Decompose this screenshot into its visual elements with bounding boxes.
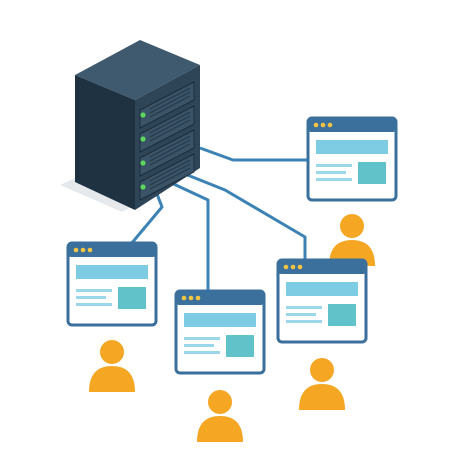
window-text-line <box>286 306 322 309</box>
server-bay-ridge <box>149 115 191 138</box>
window-text-line <box>316 171 346 174</box>
window-titlebar <box>278 260 366 274</box>
window-dot <box>290 264 296 270</box>
user-head <box>310 358 334 382</box>
user-icon <box>329 214 375 266</box>
browser-window-icon <box>306 116 398 202</box>
window-dot <box>195 295 201 301</box>
client-4 <box>276 258 368 410</box>
window-image-block <box>118 287 146 309</box>
server-bay-ridge <box>149 163 191 186</box>
window-header-bar <box>286 282 358 296</box>
server-bay-ridge <box>149 87 191 110</box>
window-dot <box>188 295 194 301</box>
server-bay-ridge <box>149 139 191 162</box>
server-bay-ridge <box>149 111 191 134</box>
window-titlebar <box>308 118 396 132</box>
window-header-bar <box>76 265 148 279</box>
window-text-line <box>286 320 322 323</box>
window-dot <box>320 122 326 128</box>
window-dot <box>80 247 86 253</box>
server-bay-ridge <box>149 159 191 182</box>
window-text-line <box>184 351 220 354</box>
browser-window-icon <box>276 258 368 344</box>
connections <box>129 146 308 292</box>
user-head <box>340 214 364 238</box>
client-3 <box>174 289 266 442</box>
server-status-light <box>140 112 146 118</box>
window-text-line <box>184 337 220 340</box>
window-titlebar <box>68 243 156 257</box>
cable-to-client-left <box>129 193 164 245</box>
window-titlebar <box>176 291 264 305</box>
user-body <box>299 384 345 410</box>
server-drive-bays <box>139 81 195 201</box>
user-icon <box>89 340 135 392</box>
window-image-block <box>358 162 386 184</box>
client-1 <box>306 116 398 266</box>
window-header-bar <box>184 313 256 327</box>
browser-window-icon <box>66 241 158 327</box>
window-text-line <box>76 303 112 306</box>
client-2 <box>66 241 158 392</box>
window-text-line <box>76 289 112 292</box>
window-text-line <box>184 344 214 347</box>
user-body <box>89 366 135 392</box>
window-dot <box>327 122 333 128</box>
window-text-line <box>316 164 352 167</box>
window-text-line <box>76 296 106 299</box>
browser-window-icon <box>174 289 266 375</box>
user-icon <box>197 390 243 442</box>
user-head <box>208 390 232 414</box>
server-bay-ridge <box>149 91 191 114</box>
server-top <box>75 40 200 100</box>
server-rack-icon <box>75 40 200 210</box>
cable-to-client-middle <box>164 178 210 292</box>
window-dot <box>313 122 319 128</box>
user-icon <box>299 358 345 410</box>
window-dot <box>87 247 93 253</box>
server-status-light <box>140 184 146 190</box>
server-bay-ridge <box>149 143 191 166</box>
window-header-bar <box>316 140 388 154</box>
server-bay-ridge <box>149 95 191 118</box>
server-status-light <box>140 160 146 166</box>
cable-to-client-top-right <box>199 146 308 162</box>
user-body <box>197 416 243 442</box>
server-bay-ridge <box>149 167 191 190</box>
clients <box>66 116 398 442</box>
cable-to-client-right <box>179 170 307 262</box>
window-dot <box>181 295 187 301</box>
window-dot <box>297 264 303 270</box>
window-image-block <box>328 304 356 326</box>
server-bay-ridge <box>149 119 191 142</box>
user-head <box>100 340 124 364</box>
window-text-line <box>316 178 352 181</box>
window-dot <box>283 264 289 270</box>
window-image-block <box>226 335 254 357</box>
server-bay-ridge <box>149 135 191 158</box>
server-status-light <box>140 136 146 142</box>
window-text-line <box>286 313 316 316</box>
window-dot <box>73 247 79 253</box>
server-side <box>75 75 135 210</box>
